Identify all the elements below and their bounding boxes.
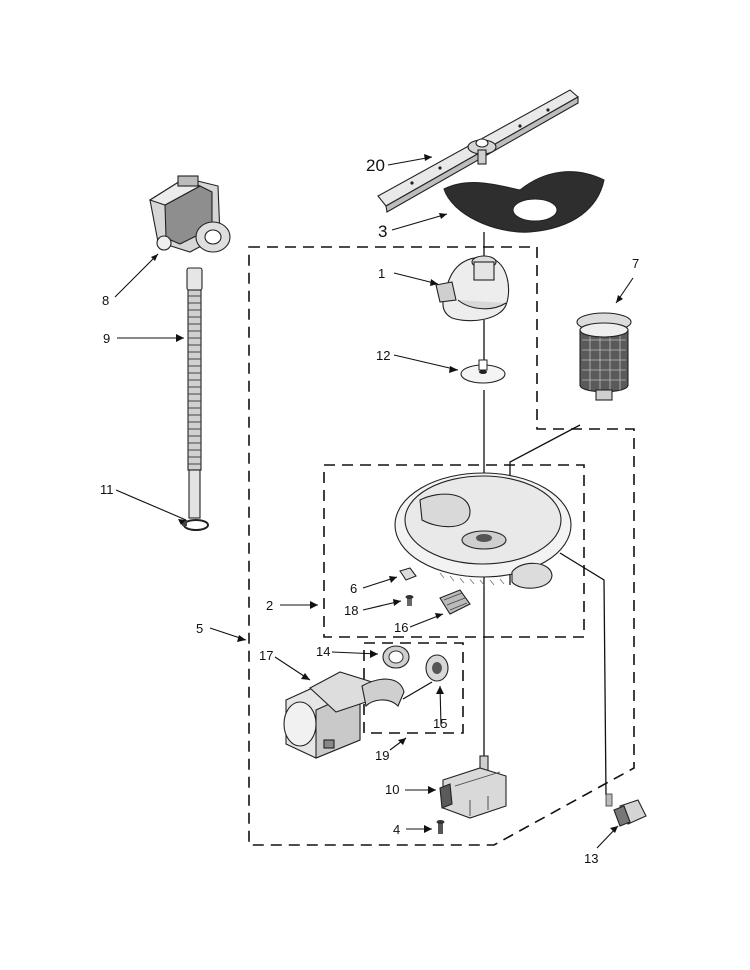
callout-4: 4 [393, 822, 400, 837]
callout-3: 3 [378, 222, 387, 241]
diverter-housing-icon [435, 255, 510, 322]
assembly-outline-19 [363, 642, 464, 734]
callout-11: 11 [100, 482, 114, 497]
hose-clamp-icon [182, 519, 209, 531]
callout-5: 5 [196, 621, 203, 636]
washer-disc-icon [460, 359, 506, 384]
callout-17: 17 [259, 648, 273, 663]
callout-2: 2 [266, 598, 273, 613]
sensor-icon [605, 793, 647, 827]
grommet-icon [439, 589, 471, 615]
callout-16: 16 [394, 620, 408, 635]
callout-18: 18 [344, 603, 358, 618]
screw-icon [405, 595, 414, 606]
callout-20: 20 [366, 156, 385, 175]
diverter-motor-icon [439, 755, 507, 819]
callout-13: 13 [584, 851, 598, 866]
drain-pump-icon [148, 175, 231, 253]
callout-15: 15 [433, 716, 447, 731]
callout-9: 9 [103, 331, 110, 346]
impeller-cover-icon [425, 654, 449, 682]
screw-small-icon [436, 820, 445, 834]
assembly-outline-2 [323, 464, 585, 638]
cylindrical-filter-icon [576, 312, 632, 401]
callout-7: 7 [632, 256, 639, 271]
filter-shield-icon [443, 171, 605, 233]
callout-10: 10 [385, 782, 399, 797]
leader-arrowheads [151, 154, 623, 833]
circulation-pump-icon [283, 671, 405, 759]
sump-icon [394, 472, 572, 589]
assembly-outline-5 [248, 246, 635, 846]
spray-arm-icon [377, 89, 579, 213]
callout-labels: 20 3 1 12 7 8 9 11 2 5 6 18 16 14 17 15 … [100, 156, 639, 866]
drain-hose-icon [186, 267, 203, 519]
callout-6: 6 [350, 581, 357, 596]
callout-8: 8 [102, 293, 109, 308]
callout-14: 14 [316, 644, 330, 659]
callout-1: 1 [378, 266, 385, 281]
callout-19: 19 [375, 748, 389, 763]
callout-12: 12 [376, 348, 390, 363]
seal-ring-icon [382, 645, 410, 669]
clip-icon [399, 567, 417, 581]
